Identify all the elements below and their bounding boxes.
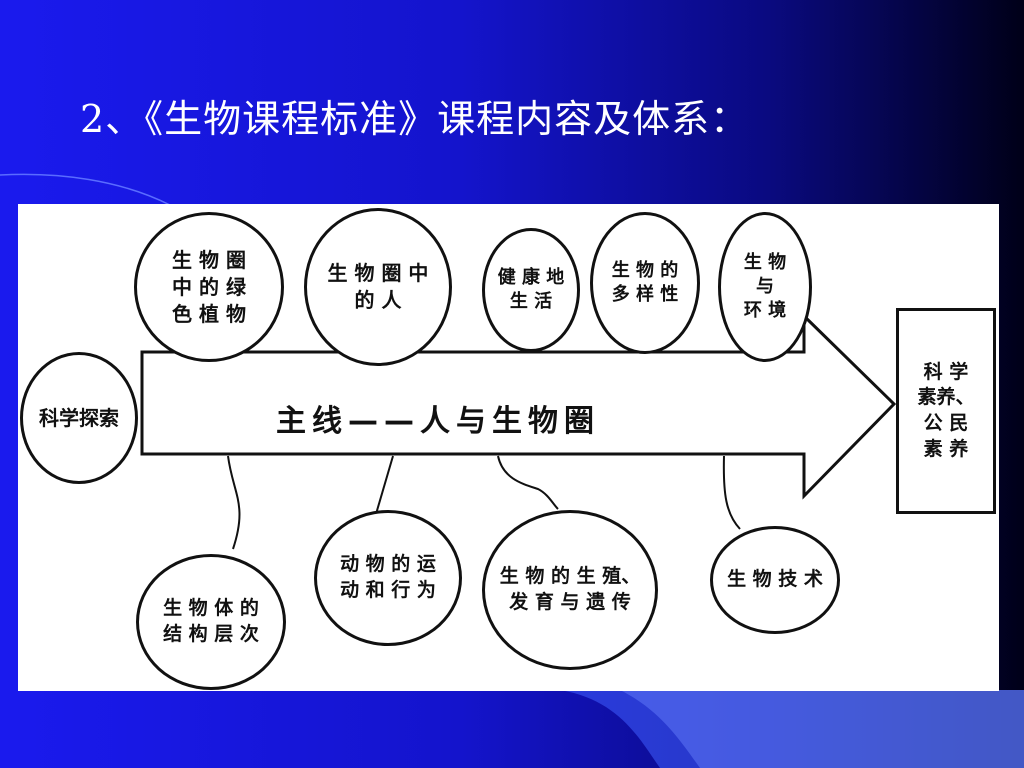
node-biodiversity: 生 物 的 多 样 性 [590,212,700,354]
connector-biotech [722,455,741,530]
node-biotechnology: 生 物 技 术 [710,526,840,634]
node-green-plants: 生 物 圈 中 的 绿 色 植 物 [134,212,284,362]
node-animal-movement: 动 物 的 运 动 和 行 为 [314,510,462,646]
node-science-inquiry: 科学探索 [20,352,138,484]
decorative-swoosh [0,173,171,206]
node-reproduction-heredity: 生 物 的 生 殖、 发 育 与 遗 传 [482,510,658,670]
decorative-bottom-band [560,690,1024,768]
main-line-label: 主线——人与生物圈 [276,404,600,439]
connector-reproduction [497,455,559,510]
node-human-in-biosphere: 生 物 圈 中 的 人 [304,208,452,366]
node-healthy-living: 健 康 地 生 活 [482,228,580,352]
connector-movement [375,455,394,515]
connector-structure [227,455,241,550]
diagram-lines [140,312,897,550]
slide-title: 2、《生物课程标准》课程内容及体系： [80,97,750,141]
node-organism-environment: 生 物 与 环 境 [718,212,812,362]
main-arrow-shape [140,312,897,500]
node-scientific-literacy: 科 学 素养、 公 民 素 养 [896,308,996,514]
node-structure-levels: 生 物 体 的 结 构 层 次 [136,554,286,690]
diagram-panel: 科学探索 生 物 圈 中 的 绿 色 植 物 生 物 圈 中 的 人 健 康 地… [18,204,999,691]
